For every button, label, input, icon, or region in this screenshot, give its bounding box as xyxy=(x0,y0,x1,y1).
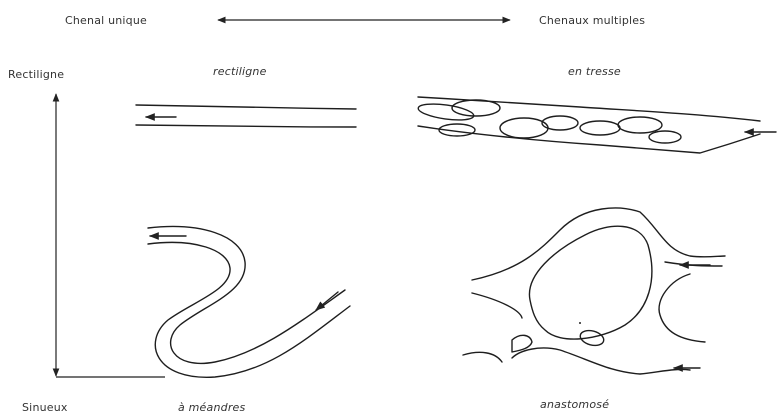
braided-channel-sketch xyxy=(417,97,776,153)
anastomosing-channel-sketch xyxy=(463,208,725,374)
label-sinueux-axis: Sinueux xyxy=(22,401,68,414)
panel-title-rectiligne: rectiligne xyxy=(213,65,267,78)
straight-channel-sketch xyxy=(136,105,356,127)
panel-title-anastomose: anastomosé xyxy=(540,398,609,411)
flow-arrow-meander-bottom xyxy=(316,292,338,310)
dot-marker xyxy=(579,322,581,324)
panel-title-en-tresse: en tresse xyxy=(568,65,621,78)
label-chenaux-multiples: Chenaux multiples xyxy=(539,14,645,27)
label-rectiligne-axis: Rectiligne xyxy=(8,68,64,81)
panel-title-a-meandres: à méandres xyxy=(178,401,246,414)
meandering-channel-sketch xyxy=(148,227,350,378)
label-chenal-unique: Chenal unique xyxy=(65,14,147,27)
